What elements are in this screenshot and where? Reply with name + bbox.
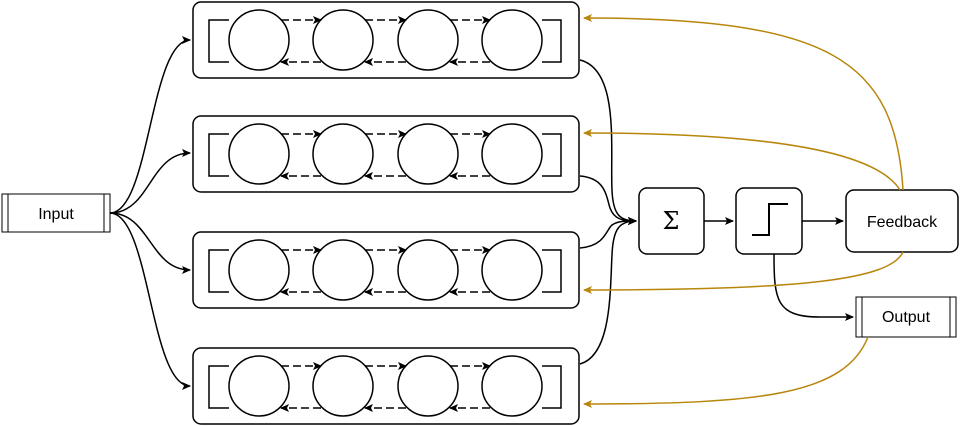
neuron-node [397, 9, 459, 71]
neuron-node [481, 355, 543, 417]
reservoir-group [192, 1, 580, 425]
sum-node: Σ [638, 187, 705, 255]
reservoir-right-loop [542, 133, 562, 177]
neuron-node [397, 123, 459, 185]
neuron-node [228, 355, 290, 417]
reservoir-block [192, 231, 580, 309]
reservoir-to-sum-connections [579, 59, 637, 365]
threshold-node [735, 187, 803, 255]
reservoir-1-to-sum-arrow [579, 59, 637, 225]
reservoir-2-to-sum-arrow [579, 175, 637, 225]
feedback-node: Feedback [845, 189, 959, 253]
neuron-node [228, 239, 290, 301]
reservoir-block [192, 1, 580, 79]
output-label: Output [882, 309, 931, 326]
step-function-icon [752, 203, 788, 236]
feedback-label: Feedback [867, 214, 938, 231]
neuron-node [228, 123, 290, 185]
neuron-node [312, 239, 374, 301]
neuron-node [312, 123, 374, 185]
output-node: Output [855, 296, 957, 338]
reservoir-left-loop [208, 365, 229, 409]
feedback-to-reservoir-2-arrow [583, 129, 901, 191]
neuron-node [481, 9, 543, 71]
input-to-reservoir-3-arrow [109, 212, 191, 274]
input-to-reservoir-1-arrow [109, 36, 191, 214]
reservoir-block [192, 115, 580, 193]
neuron-node [481, 239, 543, 301]
reservoir-block [192, 347, 580, 425]
input-connections [109, 36, 191, 390]
feedback-to-reservoir-1-arrow [583, 14, 904, 191]
neuron-node [397, 355, 459, 417]
neuron-node [312, 355, 374, 417]
reservoir-left-loop [208, 249, 229, 293]
reservoir-right-loop [542, 19, 562, 63]
neuron-node [312, 9, 374, 71]
reservoir-right-loop [542, 249, 562, 293]
neuron-node [228, 9, 290, 71]
feedback-to-reservoir-3-arrow [583, 251, 904, 294]
reservoir-3-to-sum-arrow [579, 217, 637, 249]
input-label: Input [38, 206, 74, 223]
sum-symbol: Σ [663, 207, 680, 235]
reservoir-left-loop [208, 133, 229, 177]
input-node: Input [1, 193, 111, 233]
threshold-to-output-arrow [773, 253, 854, 321]
reservoir-left-loop [208, 19, 229, 63]
input-to-reservoir-2-arrow [109, 149, 191, 214]
reservoir-right-loop [542, 365, 562, 409]
feedback-to-reservoir-4-arrow [583, 336, 869, 408]
neuron-node [481, 123, 543, 185]
feedback-connections [583, 14, 904, 408]
reservoir-4-to-sum-arrow [579, 217, 637, 365]
input-to-reservoir-4-arrow [109, 212, 191, 390]
neuron-node [397, 239, 459, 301]
